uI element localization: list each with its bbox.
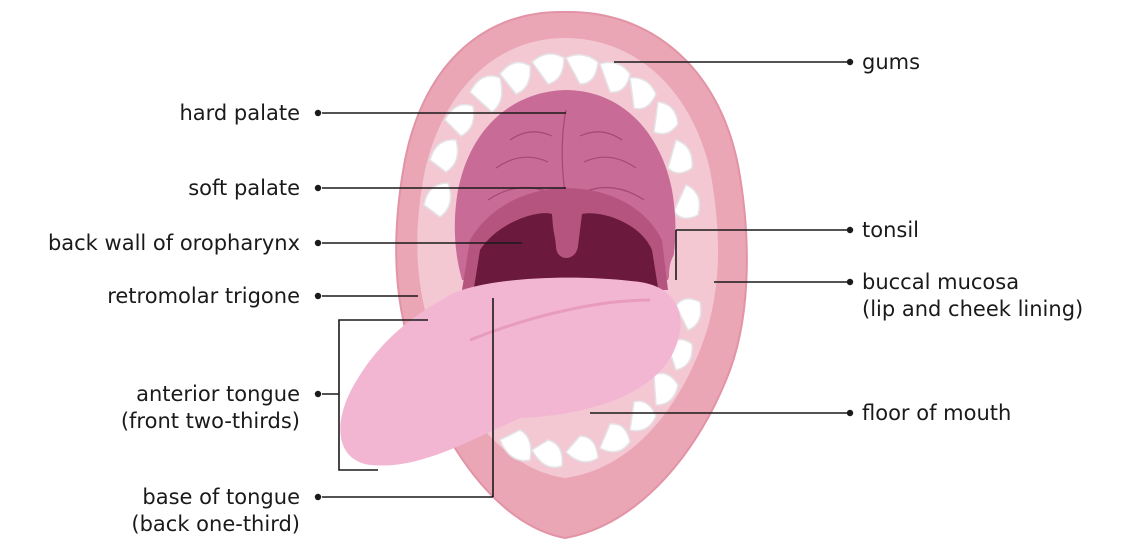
label-base-of-tongue: base of tongue (142, 485, 300, 509)
label-hard-palate: hard palate (179, 101, 300, 125)
label-gums: gums (862, 50, 920, 74)
tonsil-right (669, 251, 691, 299)
label-tonsil: tonsil (862, 218, 919, 242)
label-anterior-tongue-sub: (front two-thirds) (121, 409, 300, 433)
label-base-of-tongue-sub: (back one-third) (131, 512, 300, 536)
label-floor-of-mouth: floor of mouth (862, 401, 1011, 425)
label-soft-palate: soft palate (188, 176, 300, 200)
label-buccal-mucosa: buccal mucosa (862, 270, 1019, 294)
label-back-wall: back wall of oropharynx (48, 231, 300, 255)
label-anterior-tongue: anterior tongue (136, 382, 300, 406)
label-buccal-mucosa-sub: (lip and cheek lining) (862, 297, 1083, 321)
label-retromolar-trigone: retromolar trigone (107, 284, 300, 308)
